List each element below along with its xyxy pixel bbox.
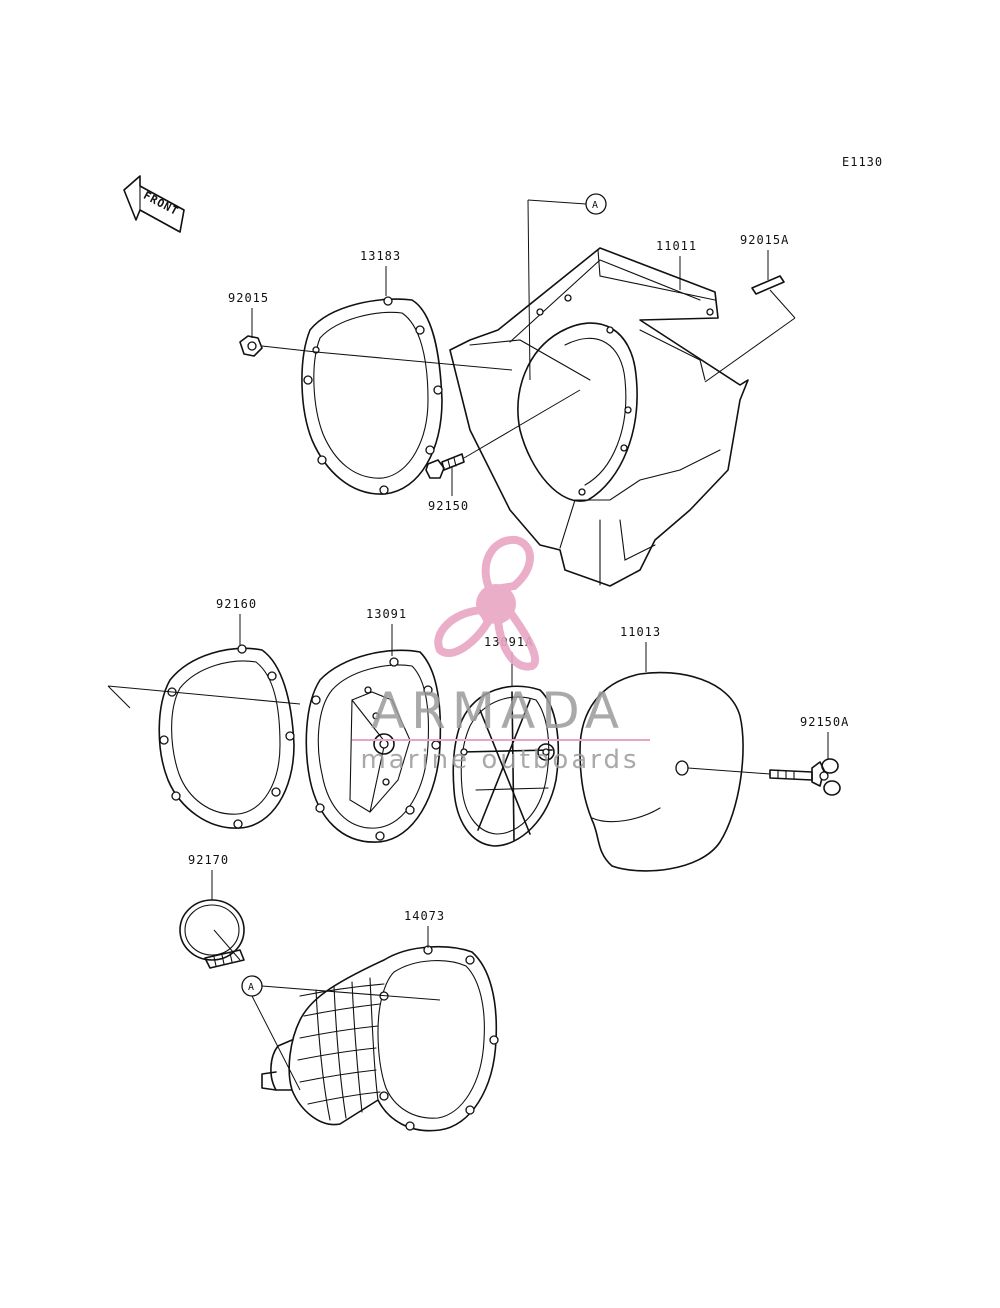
label-92015: 92015	[228, 291, 269, 305]
label-92170: 92170	[188, 853, 229, 867]
label-13091: 13091	[366, 607, 407, 621]
label-92150A: 92150A	[800, 715, 849, 729]
gasket-13183	[301, 296, 443, 495]
label-14073: 14073	[404, 909, 445, 923]
label-11013: 11013	[620, 625, 661, 639]
label-92160: 92160	[216, 597, 257, 611]
cage-13091A	[452, 685, 560, 847]
gasket-92160	[107, 644, 301, 829]
reference-a-upper: A	[527, 193, 607, 381]
label-11011: 11011	[656, 239, 697, 253]
svg-text:A: A	[592, 200, 599, 211]
svg-text:marine outboards: marine outboards	[360, 745, 639, 775]
label-92015A: 92015A	[740, 233, 789, 247]
label-13183: 13183	[360, 249, 401, 263]
diagram-code: E1130	[842, 155, 883, 169]
plate-13091	[305, 649, 442, 843]
bolt-92150	[425, 389, 581, 479]
intake-duct-14073	[261, 945, 499, 1132]
front-arrow-icon: FRONT	[123, 175, 185, 233]
clamp-92170	[179, 899, 245, 969]
wing-bolt-92150A	[769, 758, 841, 796]
label-13091A: 13091A	[484, 635, 533, 649]
svg-text:A: A	[248, 982, 255, 993]
part-labels: 13183 92015 11011 92015A 92150 92160 130…	[188, 233, 849, 948]
filter-element-11013	[579, 671, 771, 872]
armada-watermark: ARMADA marine outboards	[352, 535, 650, 775]
reference-a-lower: A	[241, 975, 441, 1091]
svg-text:ARMADA: ARMADA	[371, 682, 625, 740]
propeller-logo-icon	[434, 535, 540, 671]
air-intake-housing-11011	[449, 247, 749, 587]
clip-92015A	[704, 275, 796, 383]
nut-92015	[239, 335, 513, 371]
label-92150: 92150	[428, 499, 469, 513]
